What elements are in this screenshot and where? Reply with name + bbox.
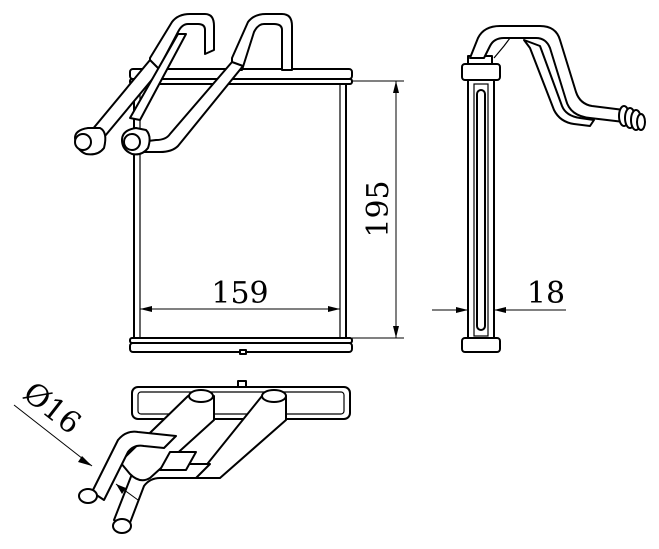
side-pipe-seam bbox=[493, 37, 511, 59]
top-pipe-crossover bbox=[159, 451, 197, 471]
dim-height: 195 bbox=[352, 80, 404, 339]
front-bottom-nub bbox=[239, 349, 247, 355]
side-core-slot bbox=[476, 89, 486, 331]
top-tank-nub bbox=[237, 380, 247, 388]
front-pipe-right bbox=[121, 13, 293, 156]
front-top-tank-lip bbox=[129, 78, 353, 85]
front-view: 159 195 bbox=[74, 13, 404, 355]
front-pipe-crossover bbox=[129, 33, 187, 121]
dim-depth: 18 bbox=[432, 276, 566, 313]
side-top-tank bbox=[461, 63, 501, 81]
side-pipe-fitting bbox=[618, 105, 646, 131]
side-bottom-tank bbox=[461, 337, 501, 353]
top-tank-inner bbox=[137, 391, 345, 415]
dim-height-label: 195 bbox=[361, 180, 396, 237]
dim-pipe-diameter-label: Ø16 bbox=[16, 375, 87, 441]
dim-width: 159 bbox=[140, 276, 340, 312]
dim-depth-label: 18 bbox=[527, 276, 565, 311]
top-view: Ø16 bbox=[13, 375, 351, 534]
top-pipe-left bbox=[78, 389, 215, 504]
side-view: 18 bbox=[432, 25, 646, 353]
side-core-inner bbox=[473, 83, 489, 337]
dim-width-label: 159 bbox=[211, 276, 268, 311]
side-pipe-lower bbox=[523, 39, 595, 127]
front-pipe-left bbox=[74, 13, 215, 156]
